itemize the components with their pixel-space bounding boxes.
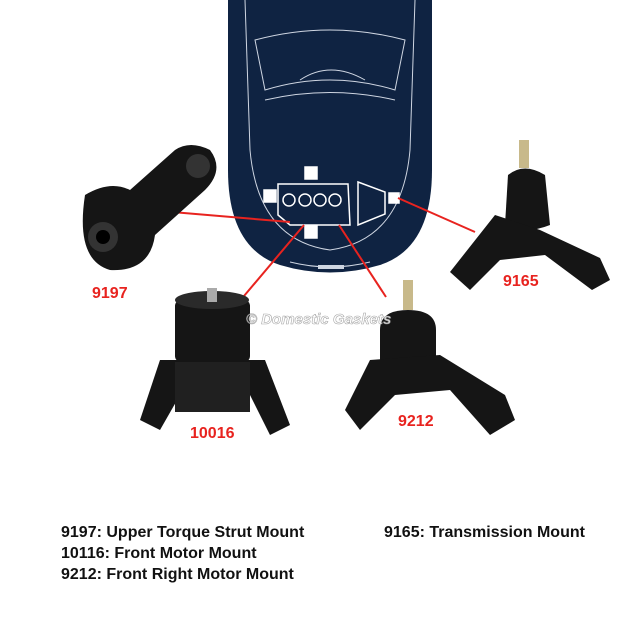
mount-10016-image bbox=[140, 288, 290, 435]
mount-9212-image bbox=[345, 280, 515, 435]
part-label-9165: 9165 bbox=[503, 273, 539, 290]
car-outline bbox=[228, 0, 432, 273]
caption-9197: 9197: Upper Torque Strut Mount bbox=[61, 524, 305, 541]
part-label-9212: 9212 bbox=[398, 413, 434, 430]
caption-9165: 9165: Transmission Mount bbox=[384, 524, 585, 541]
mount-9197-image bbox=[82, 145, 217, 271]
callout-lines bbox=[171, 197, 476, 298]
watermark: © Domestic Gaskets bbox=[246, 311, 392, 329]
caption-9212: 9212: Front Right Motor Mount bbox=[61, 566, 294, 583]
part-label-9197: 9197 bbox=[92, 285, 128, 302]
engine-icon bbox=[263, 166, 400, 239]
caption-10116: 10116: Front Motor Mount bbox=[61, 545, 257, 562]
mount-9165-image bbox=[450, 140, 610, 290]
part-label-10016: 10016 bbox=[190, 425, 235, 442]
